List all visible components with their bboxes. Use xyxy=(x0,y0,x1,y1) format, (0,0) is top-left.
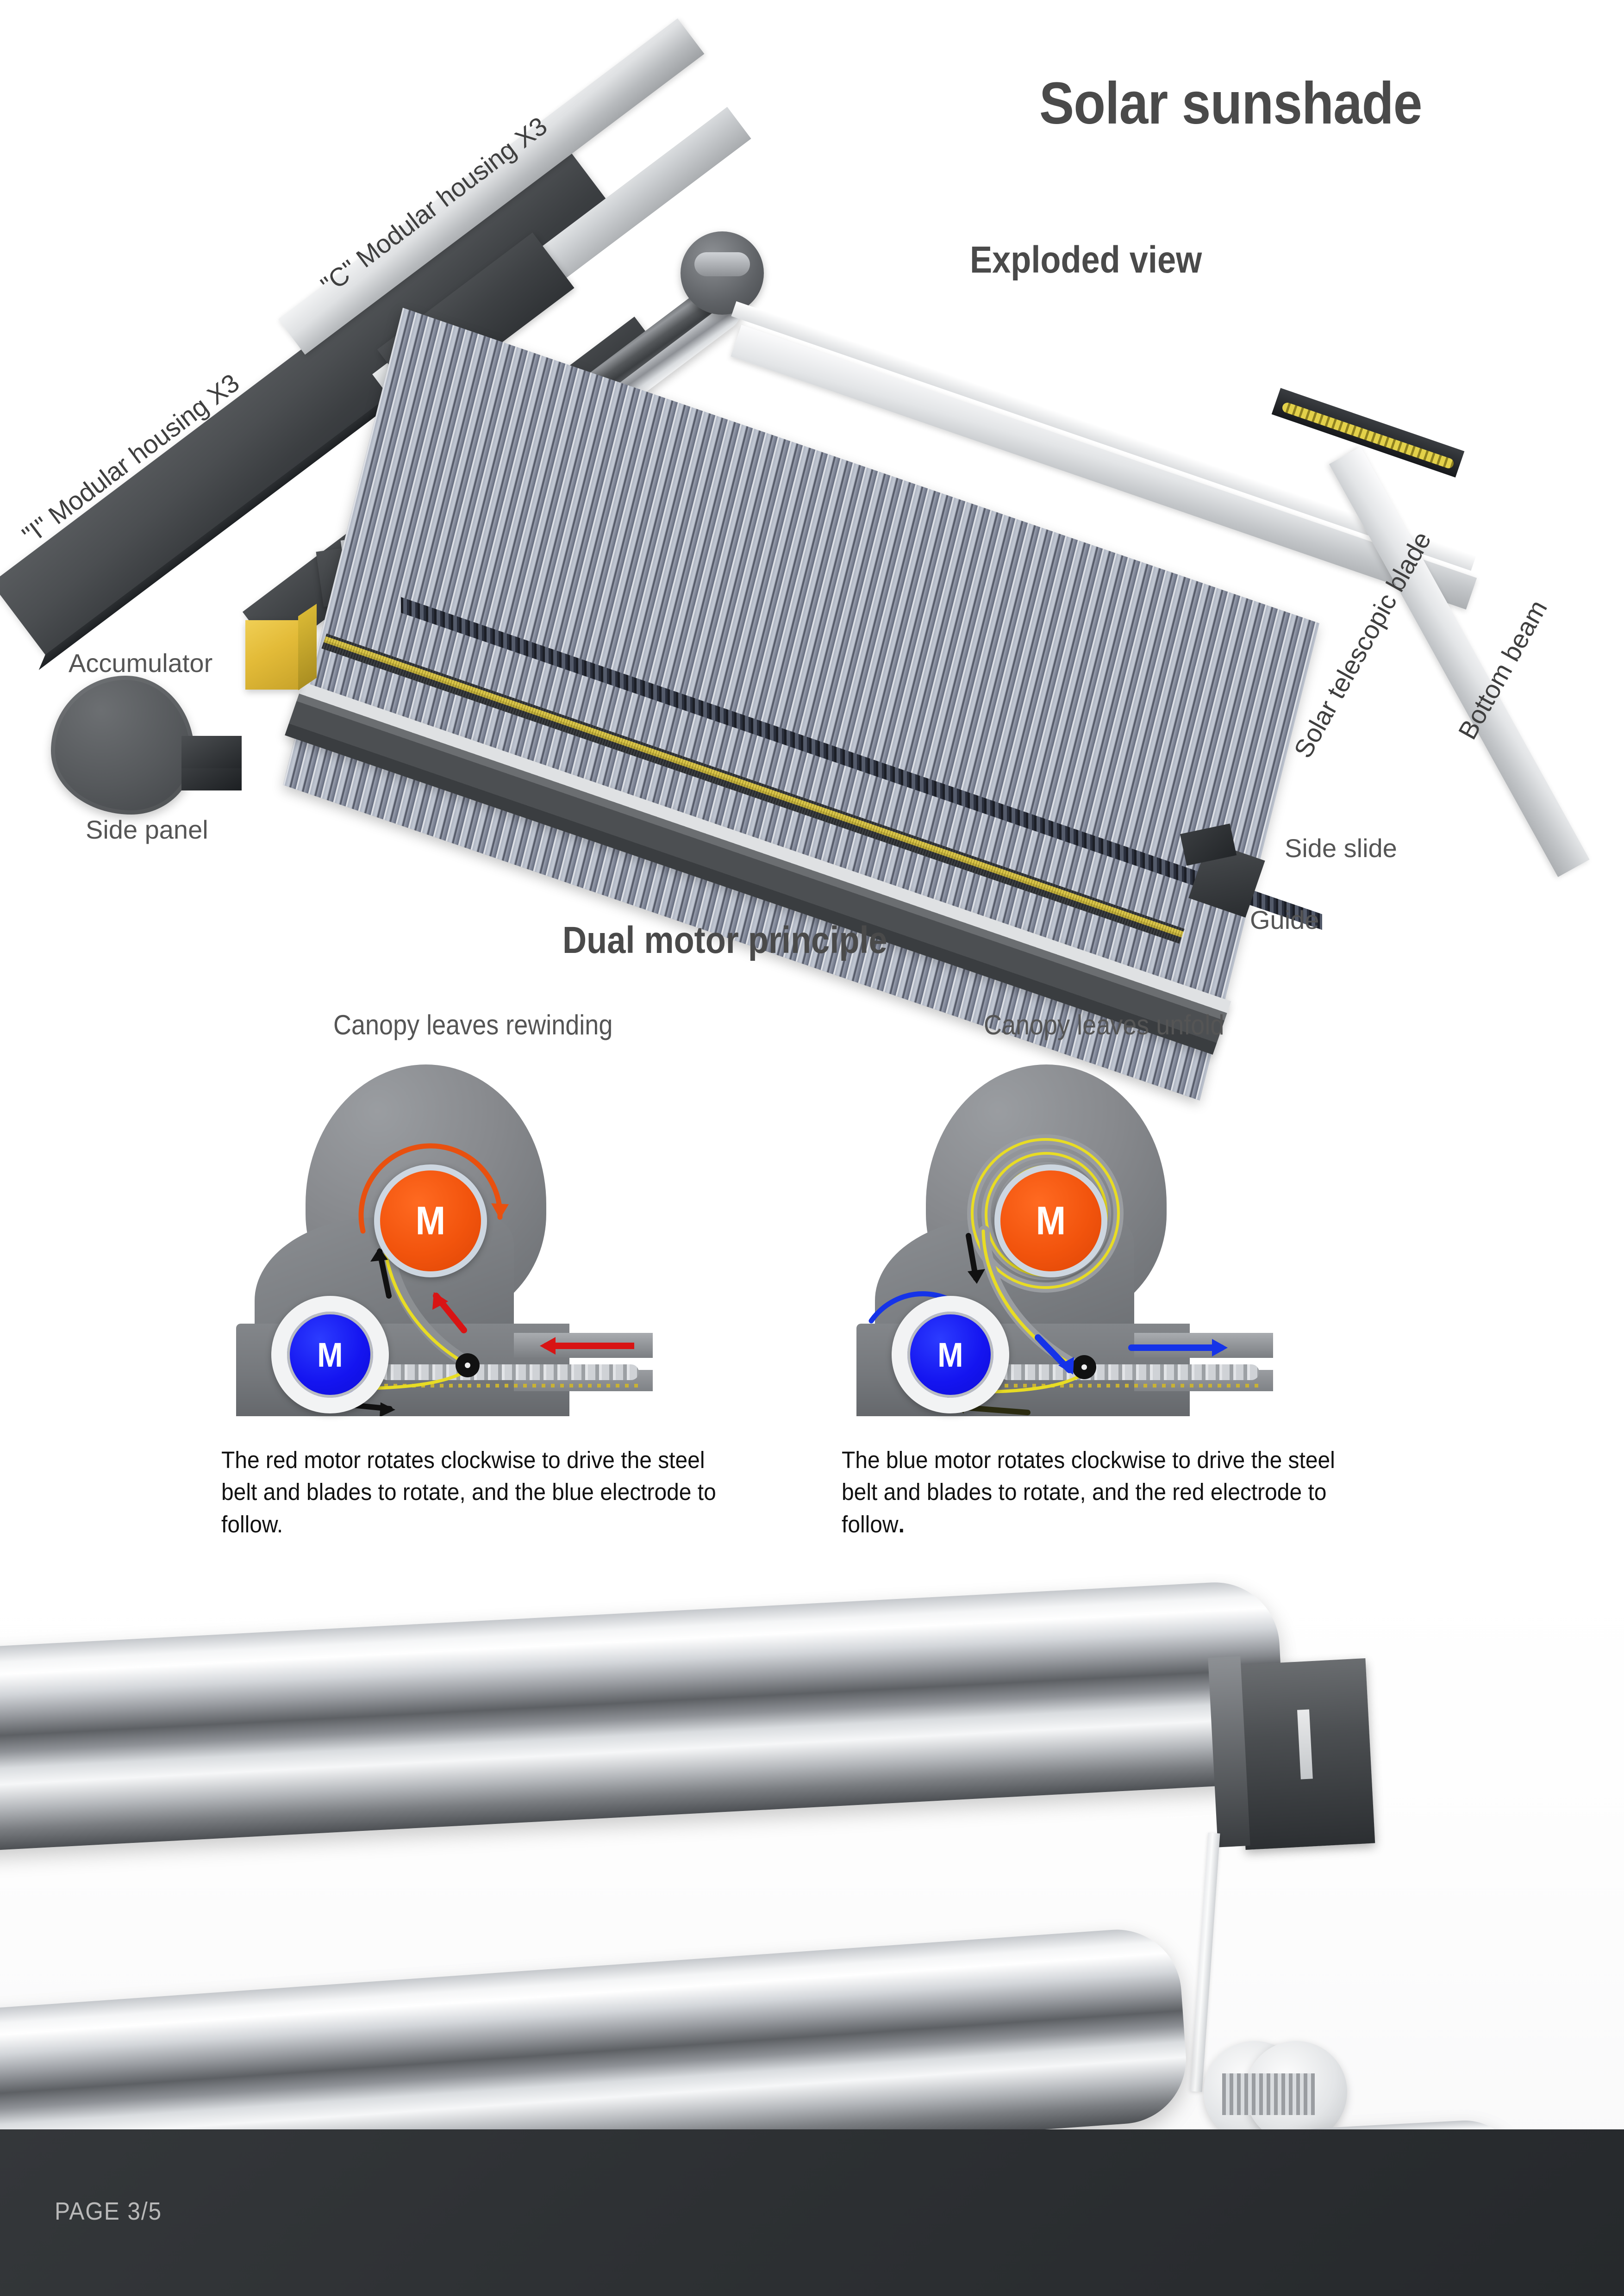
caption-unfold: The blue motor rotates clockwise to driv… xyxy=(842,1444,1355,1540)
upper-roller-tube xyxy=(0,1579,1287,1855)
product-photo: PAGE 3/5 xyxy=(0,1574,1624,2296)
panel-heading-unfold: Canopy leaves unfold xyxy=(984,1009,1224,1040)
pulley-teeth xyxy=(1222,2073,1315,2115)
belt-arrow-up-icon xyxy=(370,1248,392,1299)
hanging-steel-belt xyxy=(1190,1832,1220,2092)
side-panel-part xyxy=(51,676,194,815)
direction-arrows-group xyxy=(340,1248,634,1416)
upper-end-bracket xyxy=(1236,1658,1375,1850)
bracket-slot xyxy=(1297,1709,1313,1780)
belt-dot-line xyxy=(366,1384,643,1388)
exploded-view-heading: Exploded view xyxy=(970,239,1202,281)
steel-belt-track xyxy=(1000,1364,1259,1380)
roller-end-bearing xyxy=(694,252,750,276)
upper-motor-red: M xyxy=(994,1164,1107,1277)
motor-diagram-rewinding: M M xyxy=(227,1064,653,1416)
direction-arrows-group xyxy=(950,1233,1228,1415)
exploded-view-illustration: "C" Modular housing X3 "I" Modular housi… xyxy=(0,0,1624,1101)
drive-arrow-icon xyxy=(1035,1334,1074,1375)
page-title: Solar sunshade xyxy=(1039,70,1422,137)
callout-side-slide: Side slide xyxy=(1285,834,1397,863)
motor-diagram-unfold: M M xyxy=(847,1064,1273,1416)
caption-unfold-period: . xyxy=(898,1511,905,1537)
dual-motor-heading: Dual motor principle xyxy=(562,919,887,961)
side-panel-bracket-2 xyxy=(181,768,242,790)
callout-accumulator: Accumulator xyxy=(69,648,213,678)
caption-rewinding: The red motor rotates clockwise to drive… xyxy=(221,1447,716,1537)
accumulator-part xyxy=(245,620,300,690)
panel-heading-rewinding: Canopy leaves rewinding xyxy=(333,1009,613,1040)
upper-motor-red: M xyxy=(374,1164,487,1277)
motor-letter: M xyxy=(317,1335,343,1374)
drive-arrow-icon xyxy=(432,1292,467,1333)
motor-letter: M xyxy=(1036,1198,1066,1243)
rotation-arrow-icon xyxy=(358,1143,509,1234)
side-panel-bracket xyxy=(181,736,242,768)
callout-guide: Guide xyxy=(1250,905,1319,934)
belt-arrow-down-icon xyxy=(966,1233,985,1284)
lower-motor-blue: M xyxy=(271,1296,389,1413)
blade-header-rollers xyxy=(1281,401,1455,470)
blade-arrow-left-icon xyxy=(540,1337,634,1355)
caption-unfold-text: The blue motor rotates clockwise to driv… xyxy=(842,1447,1335,1537)
motor-letter: M xyxy=(937,1335,963,1374)
blade-arrow-right-icon xyxy=(1128,1339,1228,1356)
steel-belt-track xyxy=(380,1364,639,1380)
page-number: PAGE 3/5 xyxy=(55,2197,162,2225)
lower-motor-blue: M xyxy=(892,1296,1009,1413)
callout-side-panel: Side panel xyxy=(86,815,208,844)
belt-dot-line xyxy=(986,1384,1264,1388)
motor-letter: M xyxy=(415,1198,446,1243)
footer-band: PAGE 3/5 xyxy=(0,2129,1624,2296)
